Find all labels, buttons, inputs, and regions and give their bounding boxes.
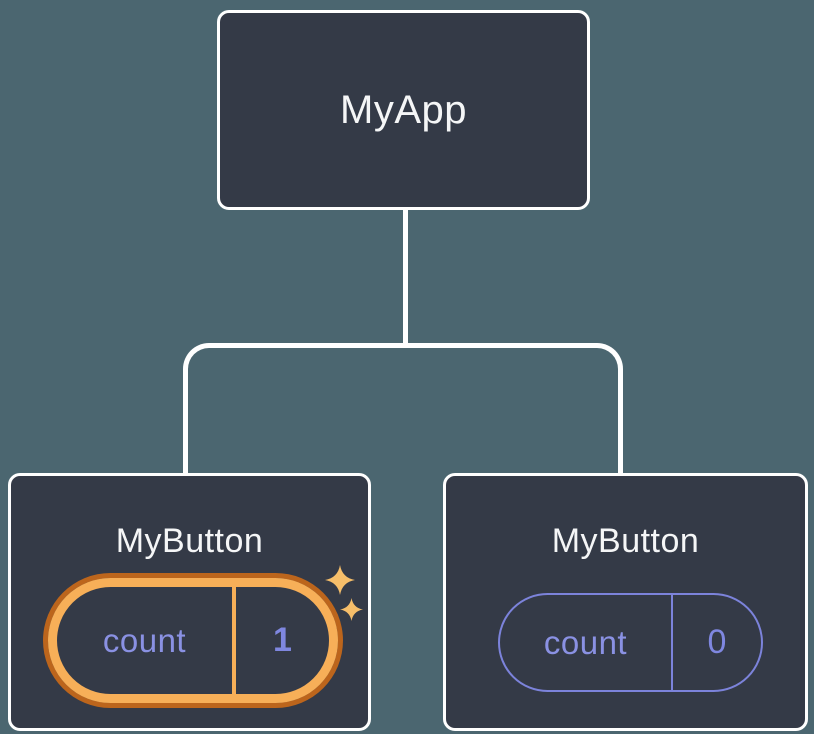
node-myapp-label: MyApp [340, 88, 467, 132]
state-key-label: count [543, 623, 628, 661]
state-pill-highlighted: count 1 [48, 578, 338, 703]
edge-branch-connector [183, 343, 623, 473]
state-key-label: count [102, 621, 187, 659]
node-mybutton-left: MyButton count 1 [8, 473, 371, 731]
node-myapp: MyApp [217, 10, 590, 210]
state-value: 1 [273, 621, 292, 659]
node-mybutton-left-label: MyButton [115, 522, 264, 560]
state-value: 0 [707, 623, 727, 661]
node-mybutton-right-label: MyButton [551, 522, 700, 560]
sparkle-small-icon [340, 598, 363, 621]
pill-divider [671, 595, 673, 690]
sparkles-icon [325, 565, 363, 621]
state-pill: count 0 [498, 593, 763, 692]
sparkle-large-icon [325, 565, 355, 595]
node-mybutton-right: MyButton count 0 [443, 473, 808, 731]
pill-divider [232, 587, 236, 694]
edge-root-stem [403, 210, 408, 345]
